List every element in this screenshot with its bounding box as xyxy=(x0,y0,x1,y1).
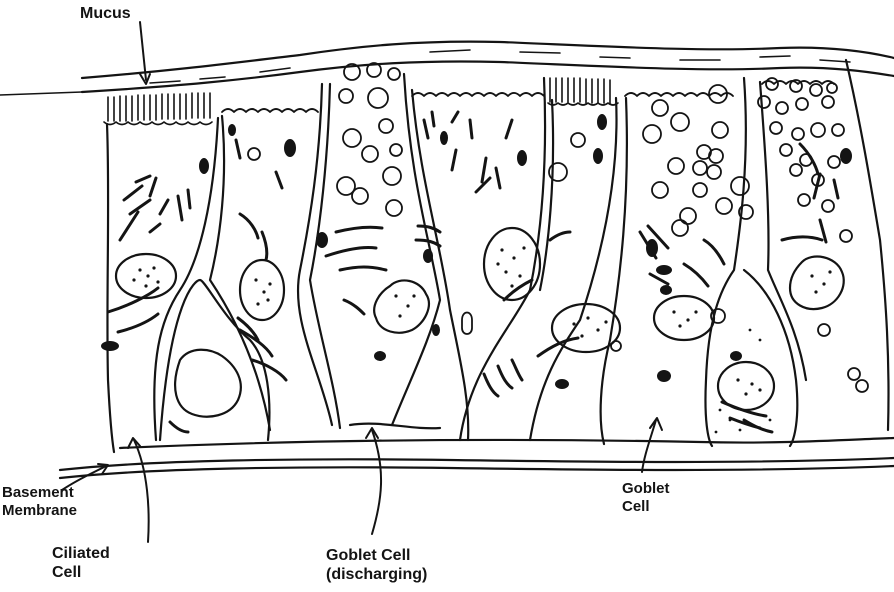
cell-outlines xyxy=(60,60,894,478)
label-goblet-cell: Goblet Cell xyxy=(622,480,670,516)
label-goblet-cell-line2: Cell xyxy=(622,498,670,516)
label-ciliated-cell-line2: Cell xyxy=(52,563,110,582)
label-ciliated-cell-line1: Ciliated xyxy=(52,544,110,563)
label-goblet-discharging-line1: Goblet Cell xyxy=(326,546,427,565)
label-ciliated-cell: Ciliated Cell xyxy=(52,544,110,582)
label-goblet-cell-discharging: Goblet Cell (discharging) xyxy=(326,546,427,584)
label-goblet-cell-line1: Goblet xyxy=(622,480,670,498)
label-mucus-text: Mucus xyxy=(80,4,131,23)
label-basement-membrane-line1: Basement xyxy=(2,484,77,502)
organelles xyxy=(101,114,852,389)
label-basement-membrane-line2: Membrane xyxy=(2,502,77,520)
label-mucus: Mucus xyxy=(80,4,131,23)
label-goblet-discharging-line2: (discharging) xyxy=(326,565,427,584)
label-basement-membrane: Basement Membrane xyxy=(2,484,77,520)
mitochondria-strokes xyxy=(108,112,838,432)
nuclei xyxy=(116,228,844,417)
